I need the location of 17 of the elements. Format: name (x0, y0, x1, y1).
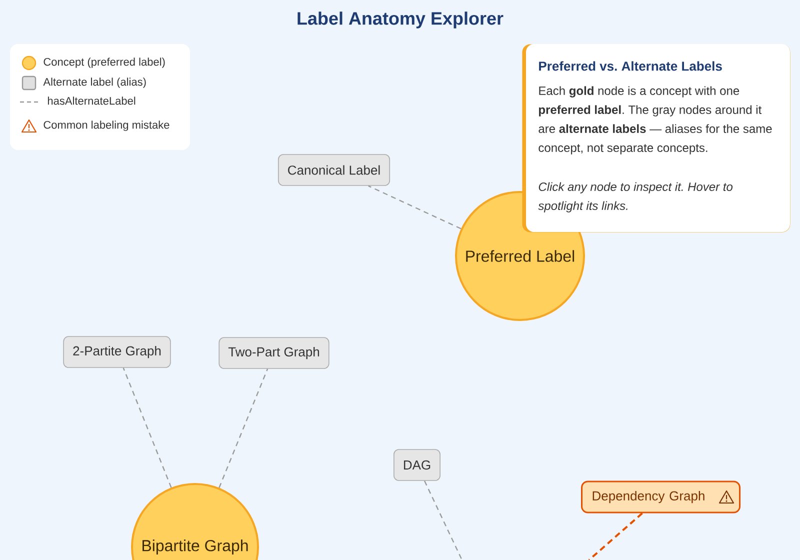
title: Label Anatomy Explorer (298, 12, 504, 28)
connector-line (588, 512, 643, 560)
legend-text: Common labeling mistake (44, 120, 170, 131)
connector-line (424, 480, 463, 560)
label-box: Two-Part Graph (218, 337, 330, 369)
legend-text: hasAlternateLabel (48, 96, 136, 105)
panel-text: Each gold node is a concept with one preferred label. The gray nodes around it are alternate labels — aliases for the same concept, not separate concepts. (538, 86, 772, 154)
connector-line (218, 368, 268, 488)
connector-line (122, 368, 172, 488)
panel-heading: Preferred vs. Alternate Labels (539, 61, 722, 71)
legend-text: Alternate label (alias) (43, 78, 146, 88)
label-box: Canonical Label (278, 154, 390, 186)
warning-label-box: Dependency Graph (581, 480, 740, 514)
label-box: DAG (394, 449, 440, 481)
connector-line (368, 185, 462, 230)
legend-text: Concept (preferred label) (44, 58, 165, 68)
label-box: 2-Partite Graph (63, 336, 171, 368)
